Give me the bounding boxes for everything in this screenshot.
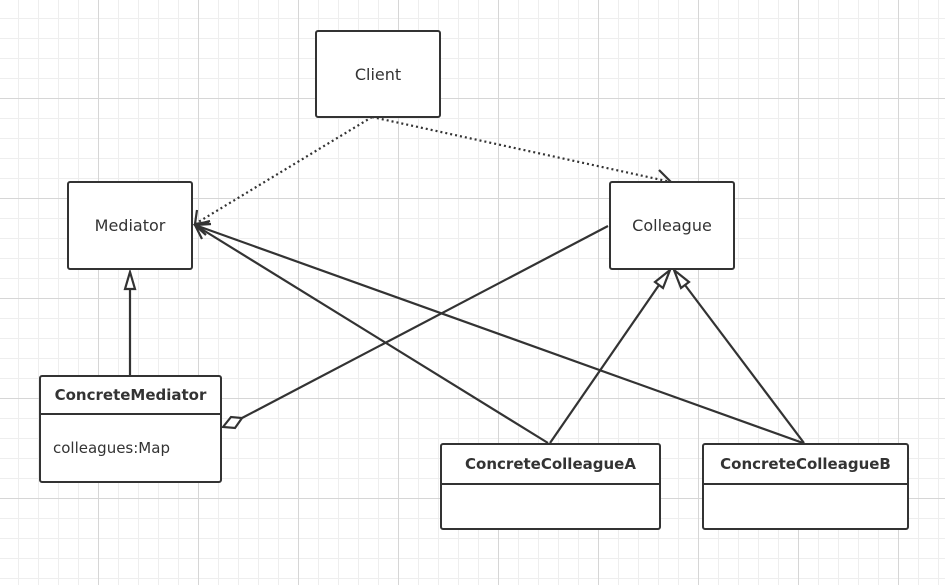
concrete-mediator-class[interactable]: ConcreteMediator colleagues:Map [39, 375, 222, 483]
inheritance-triangle-colleague-b [671, 266, 691, 290]
concrete-mediator-name: ConcreteMediator [41, 377, 220, 415]
concrete-mediator-attribute: colleagues:Map [53, 439, 170, 457]
mediator-box[interactable]: Mediator [67, 181, 193, 270]
inheritance-triangle-mediator [123, 268, 137, 291]
aggregation-diamond [220, 415, 244, 430]
edge-colleague-b-generalization [684, 284, 805, 444]
mediator-label: Mediator [94, 216, 166, 235]
edge-colleague-b-mediator [194, 223, 804, 445]
concrete-colleague-b-class[interactable]: ConcreteColleagueB [702, 443, 909, 530]
arrowhead-colleague-b-mediator [192, 219, 211, 236]
inheritance-triangle-colleague-a [653, 266, 673, 290]
client-label: Client [354, 64, 402, 84]
edge-colleague-a-mediator [194, 224, 549, 444]
edge-colleague-concrete-mediator [241, 225, 609, 419]
colleague-label: Colleague [632, 216, 712, 235]
colleague-box[interactable]: Colleague [609, 181, 735, 270]
concrete-colleague-a-class[interactable]: ConcreteColleagueA [440, 443, 661, 530]
client-box[interactable]: Client [315, 30, 441, 118]
edge-client-mediator [194, 116, 373, 225]
edge-colleague-a-generalization [549, 284, 660, 444]
concrete-colleague-a-name: ConcreteColleagueA [442, 445, 659, 485]
edge-client-colleague [371, 115, 672, 184]
concrete-colleague-b-name: ConcreteColleagueB [704, 445, 907, 485]
